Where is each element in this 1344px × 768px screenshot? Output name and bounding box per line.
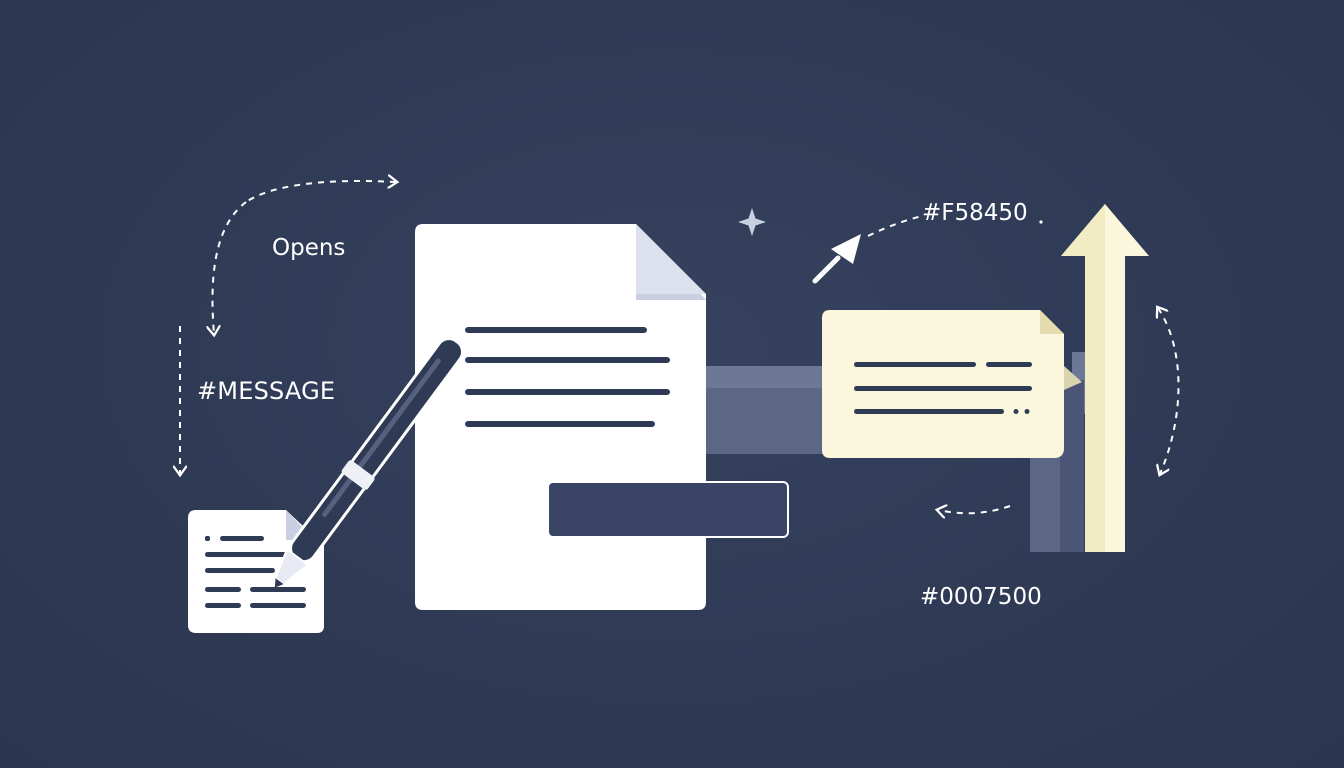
opens-label: Opens — [272, 235, 346, 261]
input-bar — [547, 481, 789, 538]
sparkle-icon — [738, 208, 766, 236]
document-icon — [415, 224, 706, 610]
note-card-icon — [822, 310, 1082, 458]
hex-top-label: #F58450 — [922, 200, 1028, 226]
message-label: #MESSAGE — [197, 377, 336, 405]
dashed-arrow-icon — [180, 181, 1180, 513]
up-arrow-icon — [1061, 204, 1149, 552]
pen-icon — [274, 337, 464, 588]
hex-bottom-label: #0007500 — [920, 584, 1042, 610]
connector-bar — [700, 366, 830, 454]
cursor-arrow-icon — [812, 234, 861, 284]
